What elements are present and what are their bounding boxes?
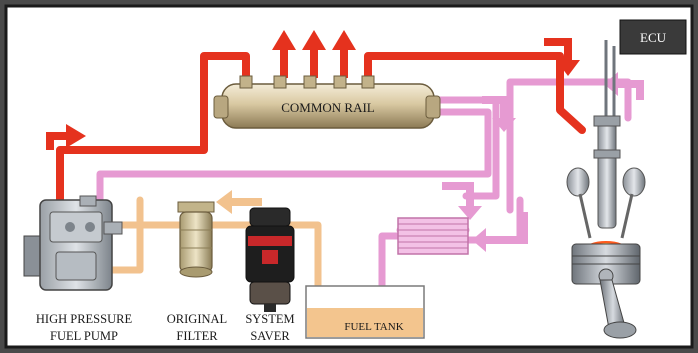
supply-arrow (216, 190, 262, 214)
filter-label-line1: ORIGINAL (167, 312, 227, 326)
ecu-box: ECU (604, 19, 687, 130)
ecu-label: ECU (640, 30, 667, 45)
pump-label-line1: HIGH PRESSURE (36, 312, 133, 326)
saver-label-line2: SAVER (250, 329, 290, 343)
system-saver (245, 207, 295, 312)
common-rail-label: COMMON RAIL (281, 100, 375, 115)
saver-label-line1: SYSTEM (245, 312, 294, 326)
fuel-tank: FUEL TANK (305, 285, 425, 339)
high-pressure-lines (56, 52, 586, 218)
high-pressure-pump (23, 195, 123, 291)
engine-cylinder (566, 115, 646, 339)
flow-arrows-red (46, 30, 580, 150)
fuel-cooler (397, 217, 469, 255)
component-labels: HIGH PRESSURE FUEL PUMP ORIGINAL FILTER … (36, 312, 295, 343)
fuel-tank-label: FUEL TANK (344, 321, 403, 333)
original-filter (177, 201, 215, 278)
filter-label-line2: FILTER (176, 329, 218, 343)
pump-label-line2: FUEL PUMP (50, 329, 118, 343)
supply-lines (96, 196, 322, 294)
common-rail: COMMON RAIL (213, 75, 441, 129)
